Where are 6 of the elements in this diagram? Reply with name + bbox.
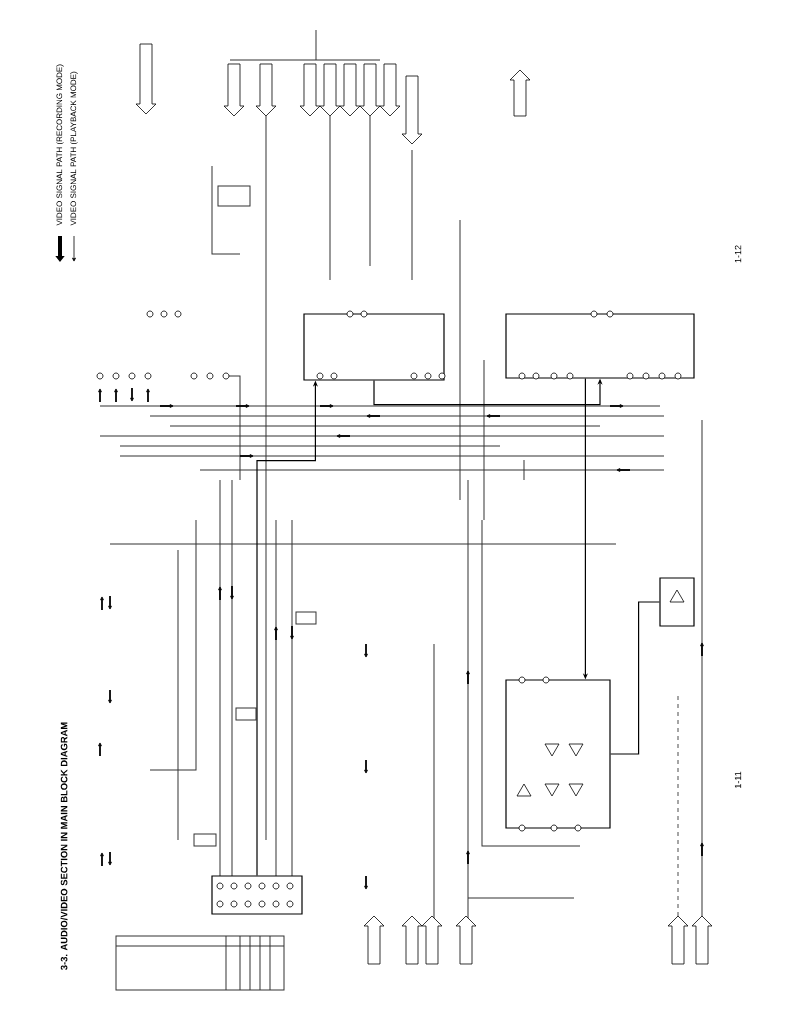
block-box xyxy=(659,577,695,627)
block-box xyxy=(505,679,611,829)
block-box xyxy=(505,313,695,379)
block-box xyxy=(303,313,445,381)
block-box xyxy=(211,875,303,915)
signal-line xyxy=(610,601,660,755)
